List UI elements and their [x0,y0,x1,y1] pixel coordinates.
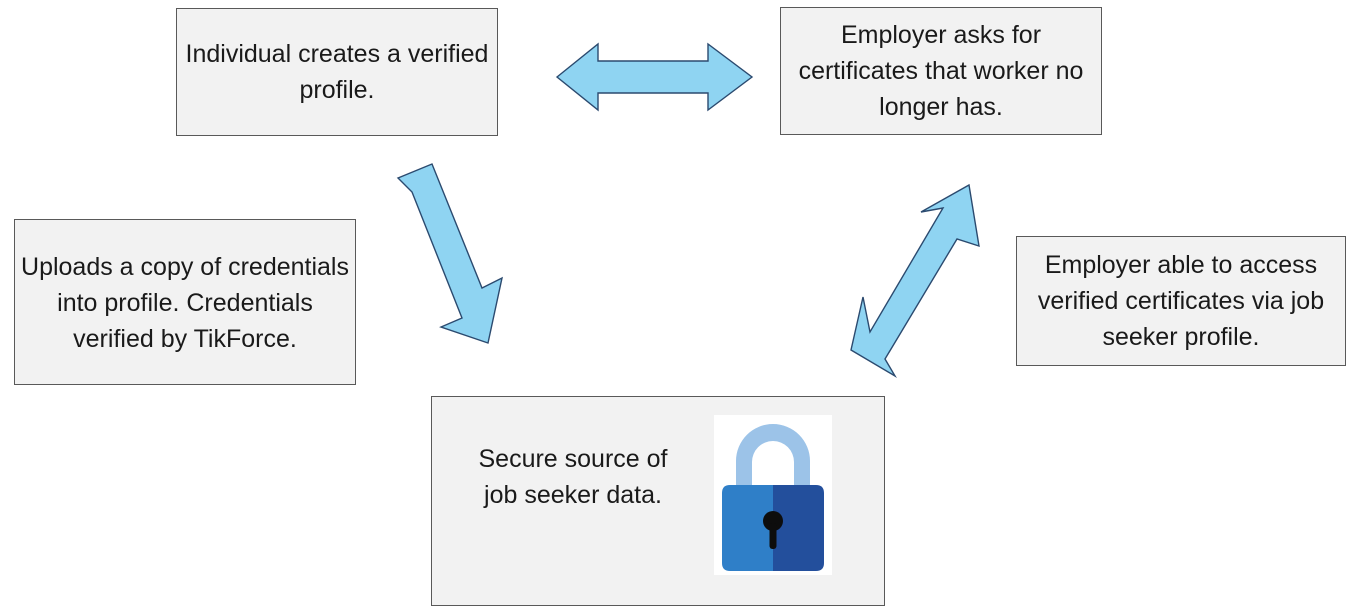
node-employer-asks-certificates: Employer asks for certificates that work… [780,7,1102,135]
node-uploads-credentials: Uploads a copy of credentials into profi… [14,219,356,385]
node-label: Employer able to access verified certifi… [1037,251,1325,351]
node-label: Uploads a copy of credentials into profi… [21,253,349,353]
node-secure-source: Secure source of job seeker data. [431,396,885,606]
node-employer-access-certificates: Employer able to access verified certifi… [1016,236,1346,366]
node-label: Employer asks for certificates that work… [798,21,1084,121]
arrow-individual-to-secure-source [396,163,503,344]
arrow-secure-source-employer-asks [850,183,980,378]
node-label: Secure source of job seeker data. [478,445,668,509]
padlock-icon [714,415,832,575]
node-label: Individual creates a verified profile. [185,40,489,104]
arrow-individual-employer-asks [555,42,754,112]
node-individual-creates-profile: Individual creates a verified profile. [176,8,498,136]
